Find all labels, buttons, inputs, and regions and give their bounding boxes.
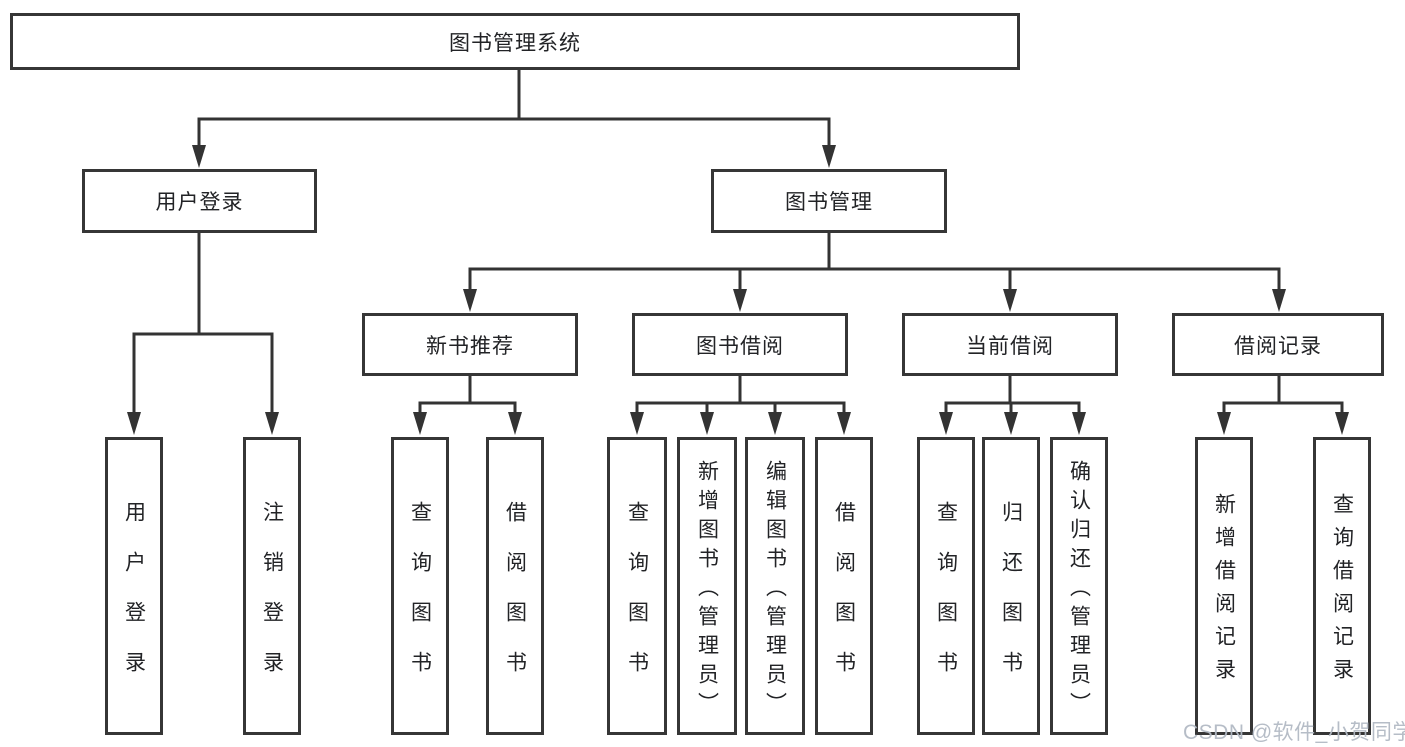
node-book-borrow: 图书借阅	[632, 313, 848, 376]
node-book-mgmt-label: 图书管理	[785, 191, 873, 214]
node-current-borrow-label: 当前借阅	[966, 334, 1054, 358]
leaf-add-borrow-record: 新增借阅记录	[1195, 437, 1253, 735]
node-book-mgmt: 图书管理	[711, 169, 947, 233]
leaf-borrow-books: 借阅图书	[815, 437, 873, 735]
leaf-query-books-borrow: 查询图书	[607, 437, 667, 735]
leaf-query-books-current-label: 查询图书	[934, 500, 958, 701]
node-borrow-records-label: 借阅记录	[1234, 334, 1322, 358]
csdn-watermark: CSDN @软件_小贺同学	[1183, 721, 1405, 744]
leaf-return-books-label: 归还图书	[999, 500, 1023, 701]
leaf-borrow-books-recommend: 借阅图书	[486, 437, 544, 735]
leaf-confirm-return-admin-label: 确认归还（管理员）	[1067, 459, 1091, 721]
leaf-query-books-recommend-label: 查询图书	[408, 500, 432, 701]
leaf-edit-book-admin: 编辑图书（管理员）	[745, 437, 805, 735]
leaf-user-login: 用户登录	[105, 437, 163, 735]
leaf-edit-book-admin-label: 编辑图书（管理员）	[763, 459, 787, 721]
node-user-login-label: 用户登录	[155, 191, 244, 214]
leaf-confirm-return-admin: 确认归还（管理员）	[1050, 437, 1108, 735]
leaf-borrow-books-recommend-label: 借阅图书	[503, 500, 527, 701]
leaf-query-books-current: 查询图书	[917, 437, 975, 735]
node-new-book-recommend-label: 新书推荐	[426, 334, 514, 358]
node-book-borrow-label: 图书借阅	[696, 334, 784, 358]
node-new-book-recommend: 新书推荐	[362, 313, 578, 376]
leaf-logout-label: 注销登录	[260, 500, 284, 701]
node-root-label: 图书管理系统	[449, 31, 581, 55]
leaf-query-borrow-record: 查询借阅记录	[1313, 437, 1371, 735]
node-user-login: 用户登录	[82, 169, 317, 233]
leaf-query-borrow-record-label: 查询借阅记录	[1330, 493, 1354, 691]
leaf-user-login-label: 用户登录	[122, 500, 146, 701]
leaf-query-books-borrow-label: 查询图书	[625, 500, 649, 701]
leaf-add-book-admin-label: 新增图书（管理员）	[695, 459, 719, 721]
leaf-borrow-books-label: 借阅图书	[832, 500, 856, 701]
leaf-add-borrow-record-label: 新增借阅记录	[1212, 493, 1236, 691]
node-current-borrow: 当前借阅	[902, 313, 1118, 376]
leaf-logout: 注销登录	[243, 437, 301, 735]
node-borrow-records: 借阅记录	[1172, 313, 1384, 376]
leaf-return-books: 归还图书	[982, 437, 1040, 735]
leaf-add-book-admin: 新增图书（管理员）	[677, 437, 737, 735]
leaf-query-books-recommend: 查询图书	[391, 437, 449, 735]
node-root-system: 图书管理系统	[10, 13, 1020, 70]
